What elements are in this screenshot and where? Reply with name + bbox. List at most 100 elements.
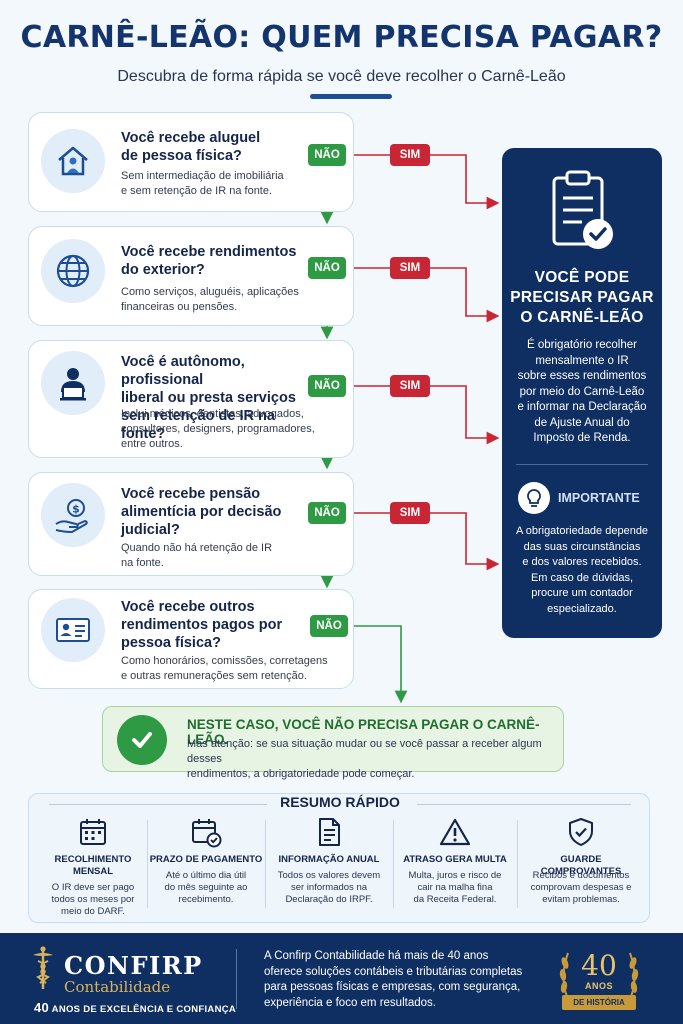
summary-text-line: meio do DARF.: [61, 906, 125, 917]
question-desc-line: Inclui médicos, dentistas, advogados,: [121, 408, 304, 420]
summary-text-line: todos os meses por: [51, 894, 135, 905]
summary-rule-right: [417, 804, 631, 805]
flow-sim-line-2: [430, 267, 500, 323]
professional-laptop-icon: [41, 351, 105, 415]
sim-badge-1: SIM: [390, 144, 430, 166]
sim-badge-2: SIM: [390, 257, 430, 279]
hand-coin-icon: $: [41, 483, 105, 547]
flow-sim-line-1: [430, 154, 500, 210]
footer: CONFIRP Contabilidade 40 ANOS DE EXCELÊN…: [0, 933, 683, 1024]
lightbulb-icon: [518, 482, 550, 514]
flow-nao-line-5: [346, 625, 408, 704]
result-text-line: por meio do Carnê-Leão: [519, 385, 645, 398]
result-text-line: e informar na Declaração: [517, 401, 647, 413]
result-text-line: É obrigatório recolher: [527, 339, 637, 351]
summary-head-line: ATRASO GERA MULTA: [403, 854, 507, 865]
summary-text-line: Todos os valores devem: [277, 870, 381, 881]
summary-text-line: da Receita Federal.: [413, 894, 497, 905]
summary-head-line: PRAZO DE PAGAMENTO: [149, 854, 263, 865]
sim-badge-3: SIM: [390, 375, 430, 397]
important-text-line: e dos valores recebidos.: [522, 556, 642, 568]
summary-rule-left: [49, 804, 267, 805]
page-title: CARNÊ-LEÃO: QUEM PRECISA PAGAR?: [20, 20, 663, 55]
question-desc-line: Quando não há retenção de IR: [121, 542, 273, 554]
summary-text-line: do mês seguinte ao: [164, 882, 248, 893]
question-desc-line: Sem intermediação de imobiliária: [121, 170, 284, 182]
question-desc-line: consultores, designers, programadores,: [121, 423, 315, 435]
summary-divider: [517, 820, 518, 908]
question-title-line: judicial?: [121, 522, 180, 538]
flow-sim-line-4: [430, 512, 500, 571]
summary-divider: [147, 820, 148, 908]
brand-name: CONFIRP: [64, 951, 203, 980]
clipboard-check-icon: [550, 168, 614, 252]
caduceus-logo-icon: [30, 945, 56, 991]
check-circle-icon: [117, 715, 167, 765]
footer-text-line: A Confirp Contabilidade há mais de 40 an…: [264, 950, 489, 962]
question-title-line: de pessoa física?: [121, 148, 242, 164]
question-title-line: Você é autônomo, profissional: [121, 354, 245, 388]
summary-item-receipts: GUARDE COMPROVANTES Recibos e documentos…: [519, 816, 643, 916]
nao-badge-5: NÃO: [310, 615, 348, 637]
no-need-title: NESTE CASO, VOCÊ NÃO PRECISA PAGAR O CAR…: [187, 717, 540, 747]
question-title-line: liberal ou presta serviços: [121, 390, 296, 406]
question-title-line: sem retenção de IR na fonte?: [121, 408, 275, 442]
summary-title: RESUMO RÁPIDO: [280, 794, 400, 810]
footer-divider: [236, 949, 237, 1009]
no-need-text-line: Mas atenção: se sua situação mudar ou se…: [187, 738, 542, 765]
footer-text-line: oferece soluções contábeis e tributárias…: [264, 965, 523, 978]
question-desc-line: Como honorários, comissões, corretagens: [121, 655, 328, 667]
brand-tagline: 40 ANOS DE EXCELÊNCIA E CONFIANÇA: [34, 1000, 236, 1015]
tagline-number: 40: [34, 1000, 50, 1015]
brand-subtitle: Contabilidade: [64, 978, 171, 996]
summary-text-line: evitam problemas.: [542, 894, 620, 905]
important-text-line: Em caso de dúvidas,: [530, 571, 634, 584]
globe-icon: [41, 239, 105, 303]
no-need-box: NESTE CASO, VOCÊ NÃO PRECISA PAGAR O CAR…: [102, 706, 564, 780]
question-title-line: Você recebe rendimentos: [121, 244, 297, 260]
no-need-text-line: rendimentos, a obrigatoriedade pode come…: [187, 768, 415, 780]
result-panel: VOCÊ PODE PRECISAR PAGAR O CARNÊ-LEÃO É …: [502, 148, 662, 638]
question-desc-line: e outras remunerações sem retenção.: [121, 670, 307, 682]
summary-item-penalty: ATRASO GERA MULTA Multa, juros e risco d…: [395, 816, 515, 916]
question-title-line: pessoa física?: [121, 635, 221, 651]
important-label: IMPORTANTE: [558, 491, 640, 505]
footer-text-line: experiência e foco em resultados.: [264, 996, 436, 1009]
warning-icon: [439, 818, 471, 846]
badge-anos: ANOS: [584, 981, 613, 991]
question-card-3: Você é autônomo, profissional liberal ou …: [28, 340, 354, 458]
flow-sim-line-3: [430, 385, 500, 445]
badge-number: 40: [581, 949, 617, 982]
document-icon: [319, 818, 340, 846]
summary-head-line: INFORMAÇÃO ANUAL: [278, 854, 380, 865]
question-title-line: do exterior?: [121, 262, 205, 278]
id-card-icon: [41, 598, 105, 662]
summary-text-line: Multa, juros e risco de: [408, 870, 502, 881]
result-title-line: PRECISAR PAGAR: [510, 289, 654, 306]
house-person-icon: [41, 129, 105, 193]
result-text-line: Imposto de Renda.: [533, 432, 631, 444]
summary-text-line: Recibos e documentos: [532, 870, 630, 881]
result-title-line: O CARNÊ-LEÃO: [520, 309, 644, 326]
anniversary-badge: 40 ANOS DE HISTÓRIA: [556, 941, 642, 1017]
title-underline: [310, 94, 392, 99]
summary-head-line: GUARDE COMPROVANTES: [540, 854, 622, 877]
question-title-line: alimentícia por decisão: [121, 504, 282, 520]
sim-badge-4: SIM: [390, 502, 430, 524]
summary-text-line: comprovam despesas e: [530, 882, 632, 893]
shield-check-icon: [569, 818, 593, 846]
important-text-line: das suas circunstâncias: [523, 540, 641, 553]
nao-badge-3: NÃO: [308, 375, 346, 397]
page-subtitle: Descubra de forma rápida se você deve re…: [117, 68, 566, 85]
question-title-line: Você recebe aluguel: [121, 130, 261, 146]
calendar-icon: [80, 819, 106, 845]
question-title-line: Você recebe outros: [121, 599, 255, 615]
result-text-line: sobre esses rendimentos: [517, 370, 647, 382]
summary-item-deadline: PRAZO DE PAGAMENTO Até o último dia útil…: [149, 816, 263, 916]
